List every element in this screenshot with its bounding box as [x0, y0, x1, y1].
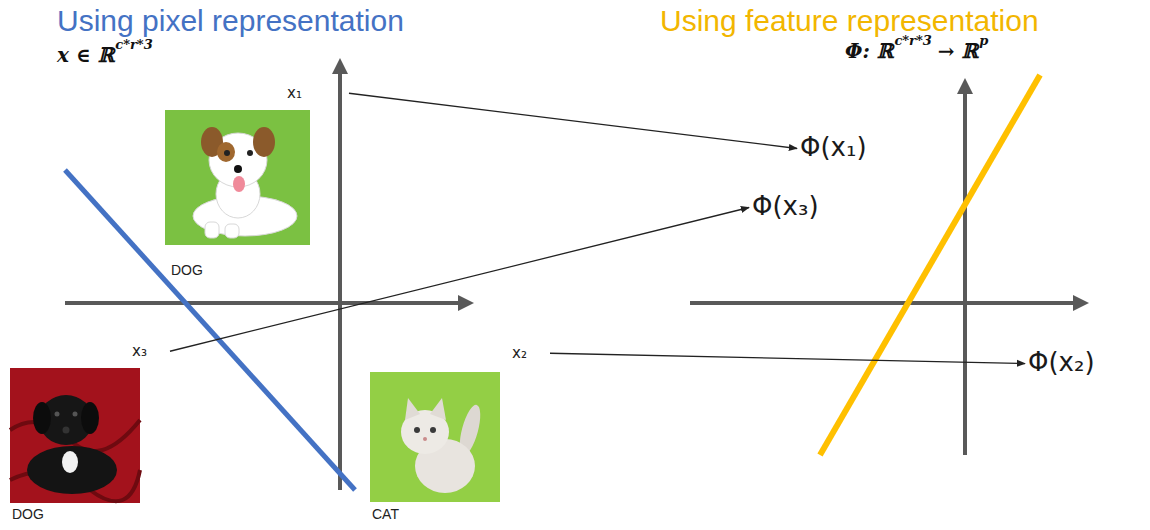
image-node: x₃ DOG: [8, 343, 168, 528]
image-node: x₂ CAT: [368, 345, 548, 527]
math-label: Φ: ℝ: [845, 40, 893, 62]
mapping-arrow: [550, 353, 1025, 363]
math-superscript: c*r*3: [894, 34, 931, 48]
panel-title: Using pixel representation: [57, 4, 404, 37]
panel-title: Using feature representation: [660, 4, 1039, 37]
feature-label: Φ(x₃): [752, 192, 823, 221]
math-label: → ℝ: [938, 40, 978, 62]
image-node: x₁ DOG: [165, 85, 347, 290]
math-superscript: c*r*3: [115, 38, 152, 52]
x-axis: [65, 301, 466, 305]
variable-label: x₂: [510, 345, 529, 362]
cat-photo: [370, 372, 500, 502]
mapping-arrow: [349, 93, 797, 148]
y-axis: [963, 86, 967, 455]
math-label: x ∈ ℝ: [57, 44, 114, 66]
feature-label: Φ(x₁): [800, 133, 871, 162]
y-axis: [338, 66, 342, 490]
decision-boundary: [820, 75, 1040, 455]
class-label: DOG: [10, 507, 46, 522]
variable-label: x₁: [285, 85, 304, 102]
feature-node: Φ(x₁): [800, 133, 871, 164]
class-label: CAT: [370, 507, 401, 522]
math-superscript: p: [979, 34, 988, 48]
dog-photo: [165, 110, 310, 245]
feature-node: Φ(x₂): [1028, 348, 1099, 379]
x-axis: [690, 301, 1081, 305]
feature-node: Φ(x₃): [752, 192, 823, 223]
dog-photo: [10, 368, 140, 503]
feature-label: Φ(x₂): [1028, 348, 1099, 377]
mapping-arrow: [170, 208, 749, 352]
class-label: DOG: [169, 263, 205, 278]
variable-label: x₃: [130, 343, 149, 360]
